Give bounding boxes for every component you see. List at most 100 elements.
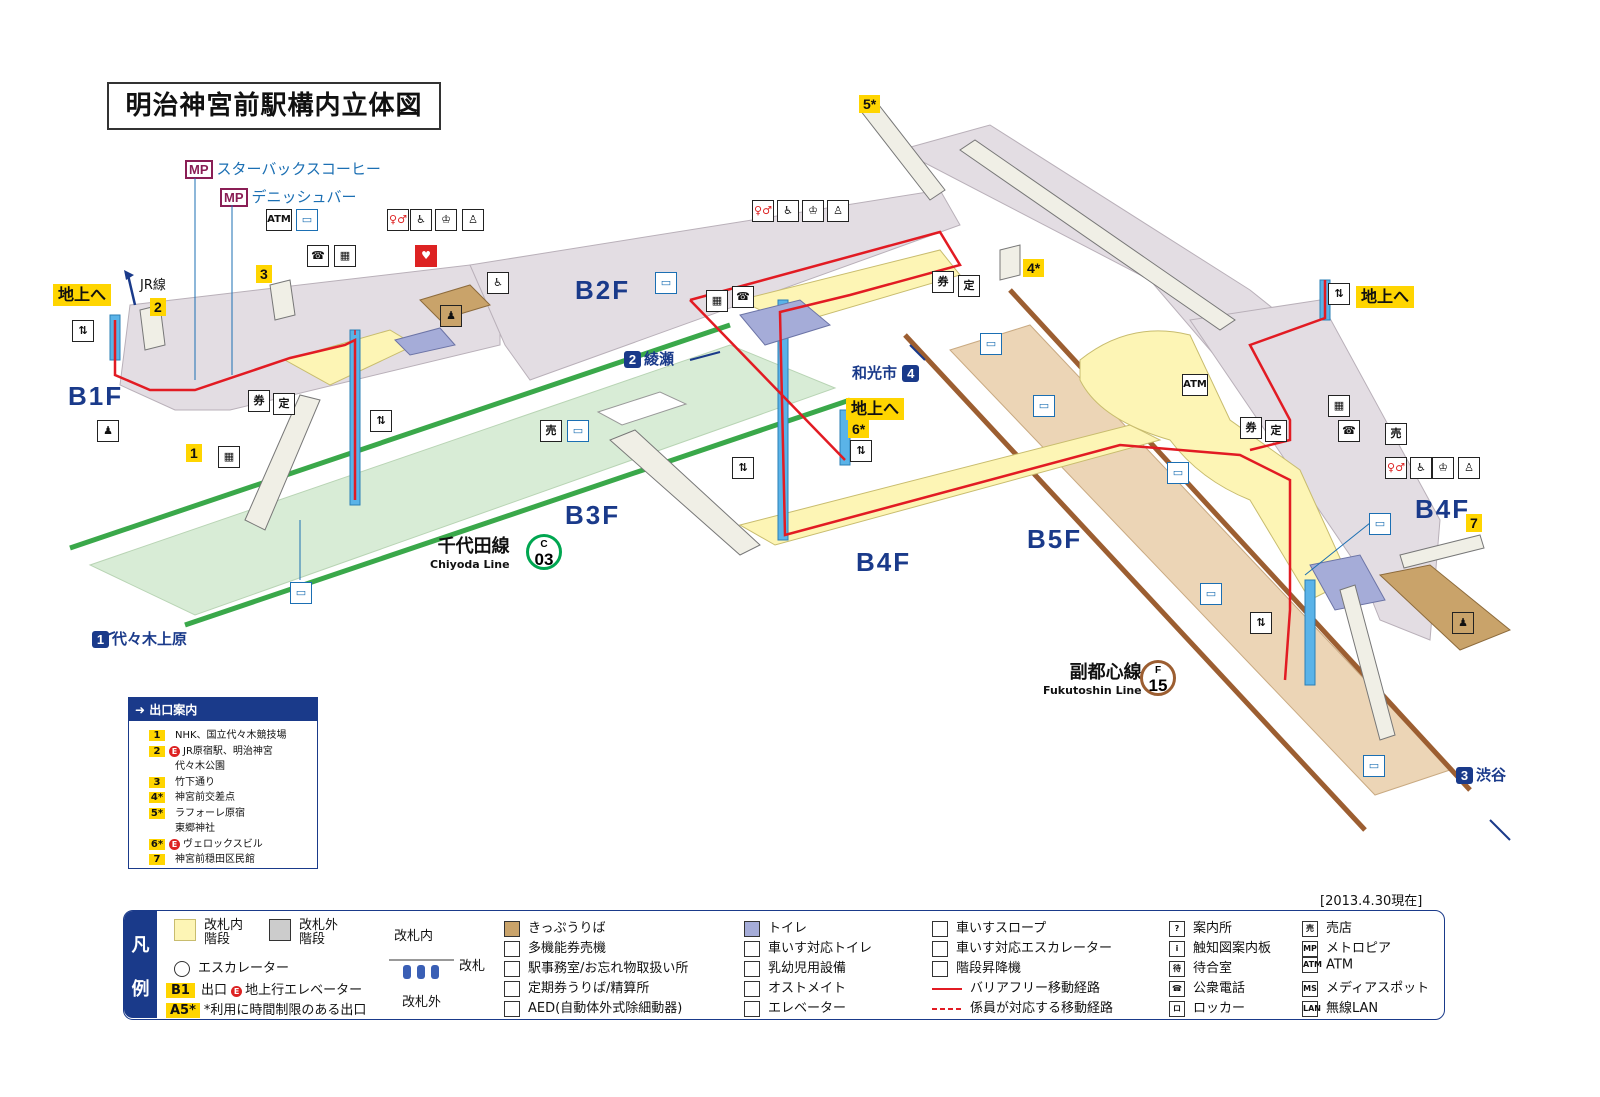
baby-facility-icon[interactable]: ♔: [435, 209, 457, 231]
legend-gate-inside: 改札内: [394, 929, 434, 944]
legend-item-icon: [744, 940, 760, 957]
wifi-icon[interactable]: ▭: [290, 582, 312, 604]
stairs: [139, 99, 1485, 741]
atm-icon[interactable]: ATM: [1182, 374, 1208, 396]
exit-badge-2[interactable]: 2: [150, 298, 166, 316]
legend-item-icon: ☎: [1169, 980, 1185, 997]
exit-guide-row: 代々木公園: [175, 761, 225, 772]
legend-item: 車いす対応エスカレーター: [932, 937, 1112, 957]
ticket-machine-icon[interactable]: 券: [248, 390, 270, 412]
to-ground-right[interactable]: 地上へ: [1356, 286, 1415, 308]
elevator-icon[interactable]: ⇅: [1250, 612, 1272, 634]
legend-limited-exit: A5**利用に時間制限のある出口: [166, 999, 366, 1018]
wifi-icon[interactable]: ▭: [567, 420, 589, 442]
wheelchair-toilet-icon[interactable]: ♿: [410, 209, 432, 231]
legend-item-icon: LAN: [1302, 1000, 1321, 1017]
payphone-icon[interactable]: ☎: [1338, 420, 1360, 442]
commuter-pass-icon[interactable]: 定: [1265, 420, 1287, 442]
commuter-pass-icon[interactable]: 定: [273, 393, 295, 415]
baby-facility-icon[interactable]: ♔: [1432, 457, 1454, 479]
wifi-icon[interactable]: ▭: [655, 272, 677, 294]
commuter-pass-icon[interactable]: 定: [958, 275, 980, 297]
legend-item: 定期券うりば/精算所: [504, 977, 649, 997]
direction-wakoshi: 和光市 4: [852, 362, 922, 383]
locker-icon[interactable]: ▦: [706, 290, 728, 312]
wifi-icon[interactable]: ▭: [1033, 395, 1055, 417]
legend-item: ロロッカー: [1169, 997, 1245, 1017]
wifi-icon[interactable]: ▭: [980, 333, 1002, 355]
exit-badge-5[interactable]: 5*: [859, 95, 881, 113]
waiting-room-icon[interactable]: ♟: [97, 420, 119, 442]
ostomate-icon[interactable]: ♙: [462, 209, 484, 231]
payphone-icon[interactable]: ☎: [307, 245, 329, 267]
toilet-icon[interactable]: ♀♂: [1385, 457, 1407, 479]
exit-badge-1[interactable]: 1: [186, 444, 202, 462]
exit-badge-6[interactable]: 6*: [848, 420, 870, 438]
wheelchair-slope-icon[interactable]: ♿: [487, 272, 509, 294]
elevator-icon[interactable]: ⇅: [1328, 283, 1350, 305]
exit-badge-7[interactable]: 7: [1466, 514, 1482, 532]
payphone-icon[interactable]: ☎: [732, 286, 754, 308]
legend-item: バリアフリー移動経路: [932, 977, 1100, 996]
wheelchair-toilet-icon[interactable]: ♿: [1410, 457, 1432, 479]
elevator-icon[interactable]: ⇅: [732, 457, 754, 479]
locker-icon[interactable]: ▦: [334, 245, 356, 267]
inside-stairs-icon: [174, 919, 196, 941]
legend-item-icon: [744, 1000, 760, 1017]
legend-item-icon: 待: [1169, 960, 1185, 977]
exit-badge-4[interactable]: 4*: [1023, 259, 1045, 277]
legend-item-icon: [932, 940, 948, 957]
legend-item: きっぷうりば: [504, 917, 605, 937]
atm-icon[interactable]: ATM: [266, 209, 292, 231]
floor-label-b2f: B2F: [575, 275, 631, 305]
wifi-icon[interactable]: ▭: [1167, 462, 1189, 484]
metropia-icon: MP: [220, 188, 248, 207]
station-office-icon[interactable]: ♟: [440, 305, 462, 327]
wifi-icon[interactable]: ▭: [1363, 755, 1385, 777]
baby-facility-icon[interactable]: ♔: [802, 200, 824, 222]
wifi-icon[interactable]: ▭: [1369, 513, 1391, 535]
shop-icon[interactable]: 売: [540, 420, 562, 442]
wifi-icon[interactable]: ▭: [1200, 583, 1222, 605]
escalator-icon: [174, 960, 190, 977]
toilet-icon[interactable]: ♀♂: [387, 209, 409, 231]
to-ground-left[interactable]: 地上へ: [53, 284, 112, 306]
legend-item-icon: [744, 960, 760, 977]
legend-item-icon: [932, 1007, 962, 1010]
legend-side-label: 凡 例: [124, 911, 157, 1018]
elevator-icon[interactable]: ⇅: [370, 410, 392, 432]
locker-icon[interactable]: ▦: [218, 446, 240, 468]
elevator-icon[interactable]: ⇅: [850, 440, 872, 462]
ticket-machine-icon[interactable]: 券: [932, 271, 954, 293]
elevator-icon[interactable]: ⇅: [72, 320, 94, 342]
b4f-corridor: [738, 424, 1162, 546]
toilet-b1f: [394, 327, 456, 356]
ostomate-icon[interactable]: ♙: [827, 200, 849, 222]
shop-icon[interactable]: 売: [1385, 423, 1407, 445]
metropia-icon: MP: [185, 160, 213, 179]
ticket-machine-icon[interactable]: 券: [1240, 417, 1262, 439]
aed-icon[interactable]: ♥: [415, 245, 437, 267]
locker-icon[interactable]: ▦: [1328, 395, 1350, 417]
office-b1f: [419, 284, 491, 321]
station-office-icon[interactable]: ♟: [1452, 612, 1474, 634]
legend-item: エレベーター: [744, 997, 846, 1017]
ostomate-icon[interactable]: ♙: [1458, 457, 1480, 479]
exit-badge-3[interactable]: 3: [256, 265, 272, 283]
wheelchair-toilet-icon[interactable]: ♿: [777, 200, 799, 222]
legend-item: 待待合室: [1169, 957, 1232, 977]
wifi-icon[interactable]: ▭: [296, 209, 318, 231]
barrier-free-route-b1f: [113, 320, 357, 500]
toilet-icon[interactable]: ♀♂: [752, 200, 774, 222]
arrow-jr: [126, 274, 137, 306]
b4f-right-gate-area: [1079, 330, 1351, 601]
to-ground-mid[interactable]: 地上へ: [846, 398, 905, 420]
